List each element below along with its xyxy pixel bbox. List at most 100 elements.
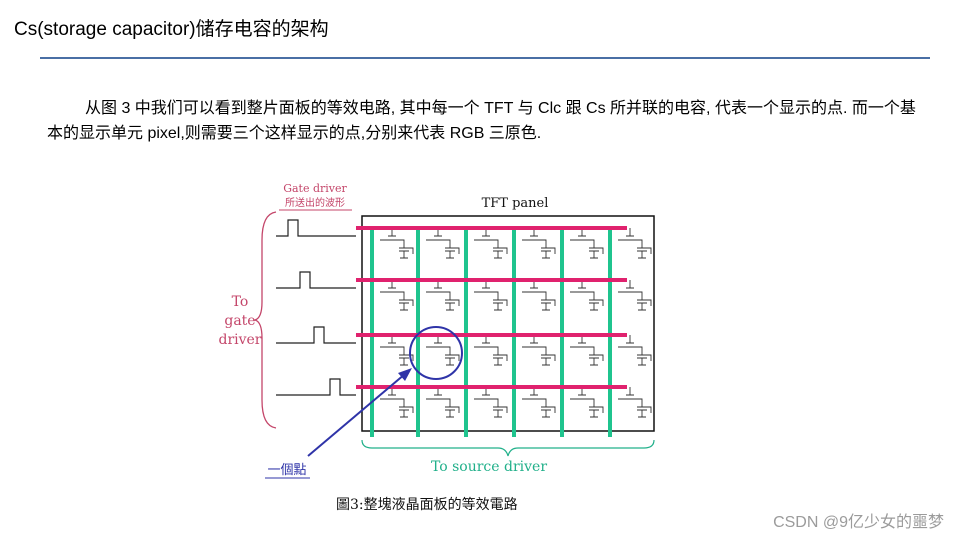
slide-title: Cs(storage capacitor)储存电容的架构 bbox=[14, 19, 329, 40]
capacitor-cs bbox=[542, 251, 550, 259]
tft-drain bbox=[490, 398, 499, 407]
storage-link bbox=[455, 299, 460, 306]
gate-brace bbox=[252, 211, 277, 429]
gate-lines bbox=[356, 226, 627, 389]
pixel-cell bbox=[426, 280, 460, 311]
storage-link bbox=[503, 354, 508, 361]
capacitor-cs bbox=[494, 251, 502, 259]
tft-drain bbox=[396, 398, 405, 407]
tft-gate-stub bbox=[618, 228, 634, 241]
tft-drain bbox=[586, 239, 595, 248]
capacitor-cs bbox=[590, 251, 598, 259]
capacitor-cs bbox=[542, 303, 550, 311]
capacitor-cs bbox=[542, 410, 550, 418]
capacitor-cs bbox=[446, 251, 454, 259]
storage-link bbox=[599, 406, 604, 413]
pixel-cell bbox=[618, 228, 652, 259]
storage-link bbox=[455, 247, 460, 254]
storage-link bbox=[409, 406, 414, 413]
to-gate-driver-line1: To bbox=[232, 294, 249, 310]
capacitor-cs bbox=[494, 303, 502, 311]
pixel-cell bbox=[426, 335, 460, 366]
pixel-cell bbox=[618, 335, 652, 366]
figure-caption: 圖3:整塊液晶面板的等效電路 bbox=[336, 497, 518, 513]
storage-link bbox=[647, 406, 652, 413]
storage-link bbox=[503, 247, 508, 254]
capacitor-cs bbox=[494, 358, 502, 366]
capacitor-cs bbox=[638, 303, 646, 311]
title-divider bbox=[40, 57, 930, 59]
storage-link bbox=[599, 299, 604, 306]
pixel-cell bbox=[570, 280, 604, 311]
body-paragraph: 从图 3 中我们可以看到整片面板的等效电路, 其中每一个 TFT 与 Clc 跟… bbox=[47, 100, 916, 142]
tft-drain bbox=[442, 291, 451, 300]
pixel-cell bbox=[522, 335, 556, 366]
tft-drain bbox=[538, 346, 547, 355]
capacitor-cs bbox=[446, 303, 454, 311]
gate-driver-label-line1: Gate driver bbox=[283, 182, 347, 195]
pixel-cell bbox=[522, 280, 556, 311]
tft-drain bbox=[396, 239, 405, 248]
capacitor-cs bbox=[638, 251, 646, 259]
tft-drain bbox=[634, 239, 643, 248]
pixel-cell bbox=[570, 335, 604, 366]
panel-label: TFT panel bbox=[482, 196, 549, 211]
pixel-cell bbox=[618, 280, 652, 311]
tft-drain bbox=[586, 346, 595, 355]
storage-link bbox=[409, 299, 414, 306]
capacitor-cs bbox=[590, 410, 598, 418]
pixel-cell bbox=[522, 387, 556, 418]
pixel-cell bbox=[570, 387, 604, 418]
storage-link bbox=[455, 406, 460, 413]
capacitor-cs bbox=[590, 358, 598, 366]
tft-drain bbox=[442, 346, 451, 355]
pixel-cell bbox=[426, 228, 460, 259]
tft-drain bbox=[490, 239, 499, 248]
tft-drain bbox=[538, 398, 547, 407]
gate-pulse-3 bbox=[276, 326, 356, 344]
gate-driver-label-line2: 所送出的波形 bbox=[285, 196, 345, 209]
tft-drain bbox=[538, 291, 547, 300]
gate-pulse-1 bbox=[276, 219, 356, 237]
pixel-cell bbox=[380, 280, 414, 311]
tft-drain bbox=[634, 291, 643, 300]
tft-gate-stub bbox=[618, 335, 634, 348]
gate-pulse-2 bbox=[276, 271, 356, 289]
tft-drain bbox=[634, 398, 643, 407]
storage-link bbox=[647, 299, 652, 306]
pixel-cell bbox=[474, 228, 508, 259]
tft-drain bbox=[490, 291, 499, 300]
pixel-cell bbox=[380, 387, 414, 418]
pixel-cell bbox=[426, 387, 460, 418]
tft-gate-stub bbox=[618, 387, 634, 400]
storage-link bbox=[551, 247, 556, 254]
tft-drain bbox=[490, 346, 499, 355]
tft-drain bbox=[442, 239, 451, 248]
source-brace bbox=[361, 439, 655, 457]
capacitor-cs bbox=[400, 303, 408, 311]
capacitor-cs bbox=[400, 358, 408, 366]
gate-pulse-4 bbox=[276, 378, 356, 396]
capacitor-cs bbox=[542, 358, 550, 366]
pixel-cell bbox=[618, 387, 652, 418]
storage-link bbox=[409, 247, 414, 254]
tft-drain bbox=[396, 346, 405, 355]
storage-link bbox=[551, 406, 556, 413]
capacitor-cs bbox=[638, 358, 646, 366]
tft-drain bbox=[634, 346, 643, 355]
pixel-cell bbox=[474, 387, 508, 418]
capacitor-cs bbox=[494, 410, 502, 418]
storage-link bbox=[599, 354, 604, 361]
tft-drain bbox=[586, 398, 595, 407]
storage-link bbox=[503, 406, 508, 413]
capacitor-cs bbox=[590, 303, 598, 311]
capacitor-cs bbox=[446, 358, 454, 366]
capacitor-cs bbox=[400, 410, 408, 418]
pixel-cell bbox=[380, 228, 414, 259]
panel-frame bbox=[361, 215, 655, 432]
csdn-watermark: CSDN @9亿少女的噩梦 bbox=[773, 514, 944, 531]
one-dot-highlight-circle bbox=[409, 326, 463, 380]
storage-link bbox=[647, 247, 652, 254]
storage-link bbox=[647, 354, 652, 361]
